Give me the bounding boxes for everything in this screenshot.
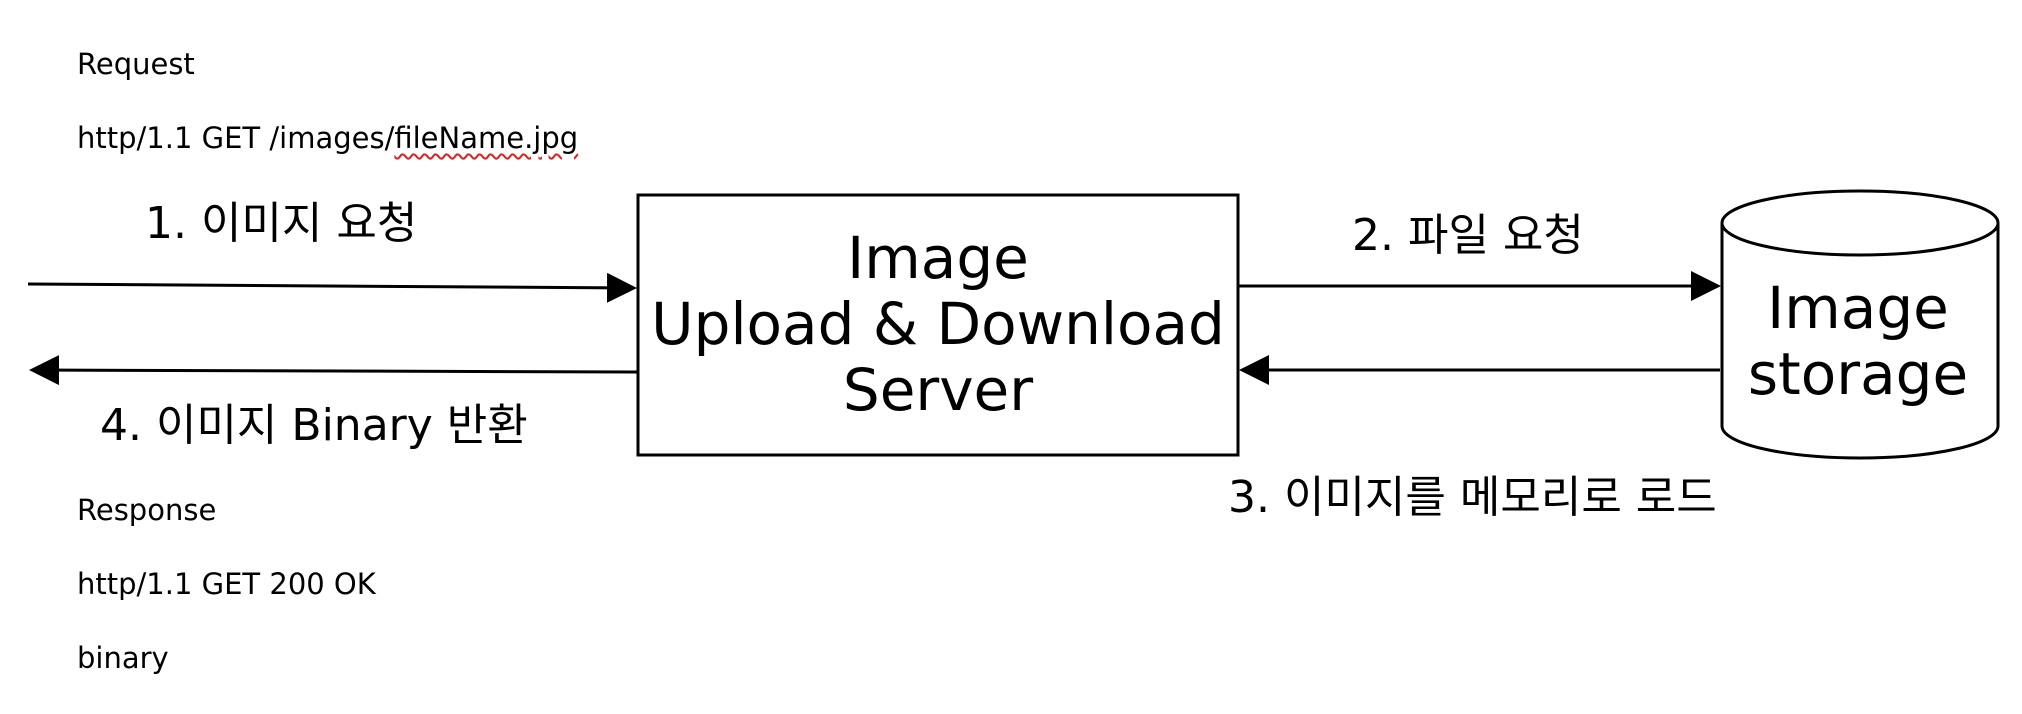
server-label-line-1: Image <box>847 224 1029 292</box>
response-title: Response <box>77 493 217 527</box>
server-label-line-2: Upload & Download <box>651 290 1225 358</box>
server-label-line-3: Server <box>842 356 1034 424</box>
server-label: Image Upload & Download Server <box>640 225 1236 423</box>
response-arrow <box>29 355 639 386</box>
step-2-label: 2. 파일 요청 <box>1352 210 1584 261</box>
request-title: Request <box>77 47 195 81</box>
request-arrow <box>27 272 637 303</box>
server-box <box>636 193 1240 457</box>
response-status-line: http/1.1 GET 200 OK <box>77 567 376 601</box>
storage-cylinder <box>1720 189 2000 460</box>
step-4-label: 4. 이미지 Binary 반환 <box>100 400 528 451</box>
request-filename: fileName.jpg <box>394 121 579 155</box>
response-body: binary <box>77 641 169 675</box>
storage-label-line-1: Image <box>1767 274 1949 342</box>
step-3-label: 3. 이미지를 메모리로 로드 <box>1228 472 1717 523</box>
storage-label-line-2: storage <box>1747 340 1969 408</box>
storage-label: Image storage <box>1720 275 1996 407</box>
request-line-prefix: http/1.1 GET /images/ <box>77 121 395 155</box>
request-line: http/1.1 GET /images/fileName.jpg <box>77 124 578 153</box>
step-1-label: 1. 이미지 요청 <box>145 198 418 249</box>
